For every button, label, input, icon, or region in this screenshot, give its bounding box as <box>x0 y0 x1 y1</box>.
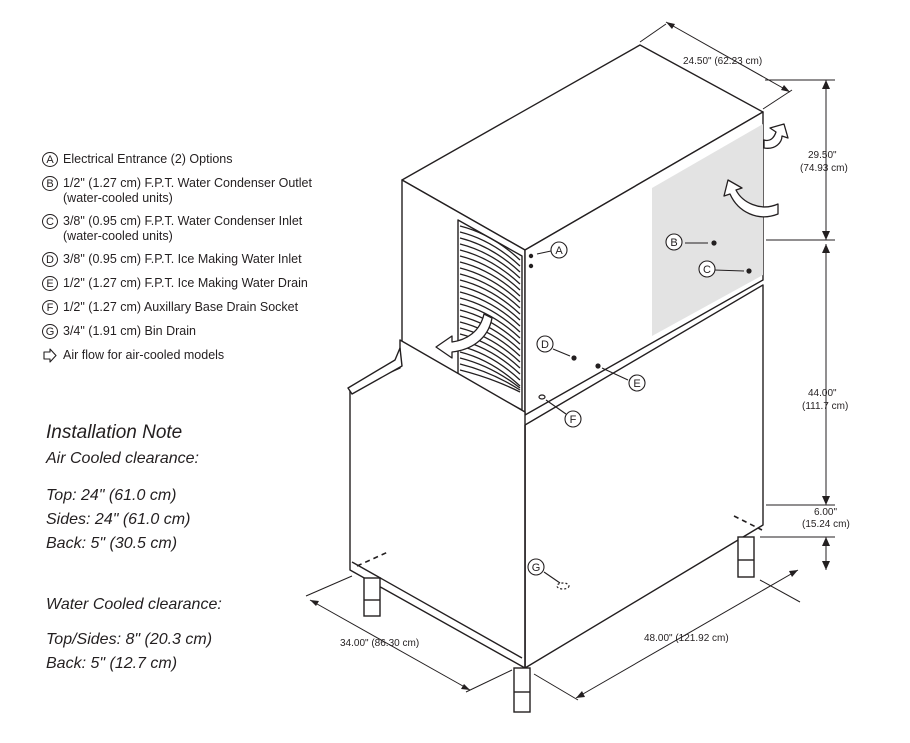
legend-item: F 1/2" (1.27 cm) Auxillary Base Drain So… <box>42 300 342 315</box>
legend-key: D <box>42 252 58 267</box>
callout-g: G <box>532 562 541 574</box>
legend-item: E 1/2" (1.27 cm) F.P.T. Ice Making Water… <box>42 276 342 291</box>
dim-upper-height-cm: (74.93 cm) <box>800 163 848 174</box>
dim-top-width: 24.50" (62.23 cm) <box>683 56 762 67</box>
legend-item: B 1/2" (1.27 cm) F.P.T. Water Condenser … <box>42 176 342 206</box>
legend-text: 1/2" (1.27 cm) F.P.T. Ice Making Water D… <box>63 276 308 290</box>
legend-text: 1/2" (1.27 cm) F.P.T. Water Condenser Ou… <box>63 176 312 205</box>
air-clearance-line: Top: 24" (61.0 cm) <box>46 487 177 504</box>
legend-text: 3/8" (0.95 cm) F.P.T. Ice Making Water I… <box>63 252 302 266</box>
callout-c: C <box>703 264 711 276</box>
dim-front-width: 34.00" (86.30 cm) <box>340 638 419 649</box>
legend-item: A Electrical Entrance (2) Options <box>42 152 342 167</box>
dim-bin-height-in: 44.00" <box>808 388 837 399</box>
dim-leg-height-cm: (15.24 cm) <box>802 519 850 530</box>
legend-key: A <box>42 152 58 167</box>
legend-key: G <box>42 324 58 339</box>
legend-text: 3/4" (1.91 cm) Bin Drain <box>63 324 196 338</box>
airflow-arrow-icon <box>723 179 779 218</box>
grille-louvres <box>459 225 521 393</box>
air-cooled-heading: Air Cooled clearance: <box>46 450 199 467</box>
water-clearance-line: Back: 5" (12.7 cm) <box>46 655 178 672</box>
callout-e: E <box>633 378 640 390</box>
legend-key: B <box>42 176 58 191</box>
installation-title: Installation Note <box>46 422 183 443</box>
callout-d: D <box>541 339 549 351</box>
legend-item: G 3/4" (1.91 cm) Bin Drain <box>42 324 342 339</box>
airflow-arrow-icon <box>43 348 57 363</box>
legend-text: Air flow for air-cooled models <box>63 348 225 362</box>
legend-text: Electrical Entrance (2) Options <box>63 152 233 166</box>
legend-key: E <box>42 276 58 291</box>
legend-key: F <box>42 300 58 315</box>
legend-text: 3/8" (0.95 cm) F.P.T. Water Condenser In… <box>63 214 303 243</box>
installation-note: Installation Note Air Cooled clearance: … <box>46 422 222 676</box>
side-air-panel <box>652 124 763 336</box>
dim-upper-height-in: 29.50" <box>808 150 837 161</box>
airflow-arrow-icon <box>435 313 493 359</box>
dim-bin-height-cm: (111.7 cm) <box>802 401 848 412</box>
airflow-arrow-icon <box>763 123 789 149</box>
legend: A Electrical Entrance (2) Options B 1/2"… <box>42 152 342 372</box>
legend-item: C 3/8" (0.95 cm) F.P.T. Water Condenser … <box>42 214 342 244</box>
callout-f: F <box>570 414 577 426</box>
callout-a: A <box>555 245 563 257</box>
legend-key: C <box>42 214 58 229</box>
air-clearance-line: Sides: 24" (61.0 cm) <box>46 511 191 528</box>
bin-lip <box>347 347 403 395</box>
legend-text: 1/2" (1.27 cm) Auxillary Base Drain Sock… <box>63 300 299 314</box>
callout-b: B <box>670 237 677 249</box>
dim-leg-height-in: 6.00" <box>814 507 837 518</box>
water-clearance-line: Top/Sides: 8" (20.3 cm) <box>46 631 213 648</box>
legend-item-airflow: Air flow for air-cooled models <box>42 348 342 363</box>
legend-item: D 3/8" (0.95 cm) F.P.T. Ice Making Water… <box>42 252 342 267</box>
dim-depth: 48.00" (121.92 cm) <box>644 633 729 644</box>
air-clearance-line: Back: 5" (30.5 cm) <box>46 535 178 552</box>
water-cooled-heading: Water Cooled clearance: <box>46 596 222 613</box>
bin-legs <box>363 536 755 713</box>
